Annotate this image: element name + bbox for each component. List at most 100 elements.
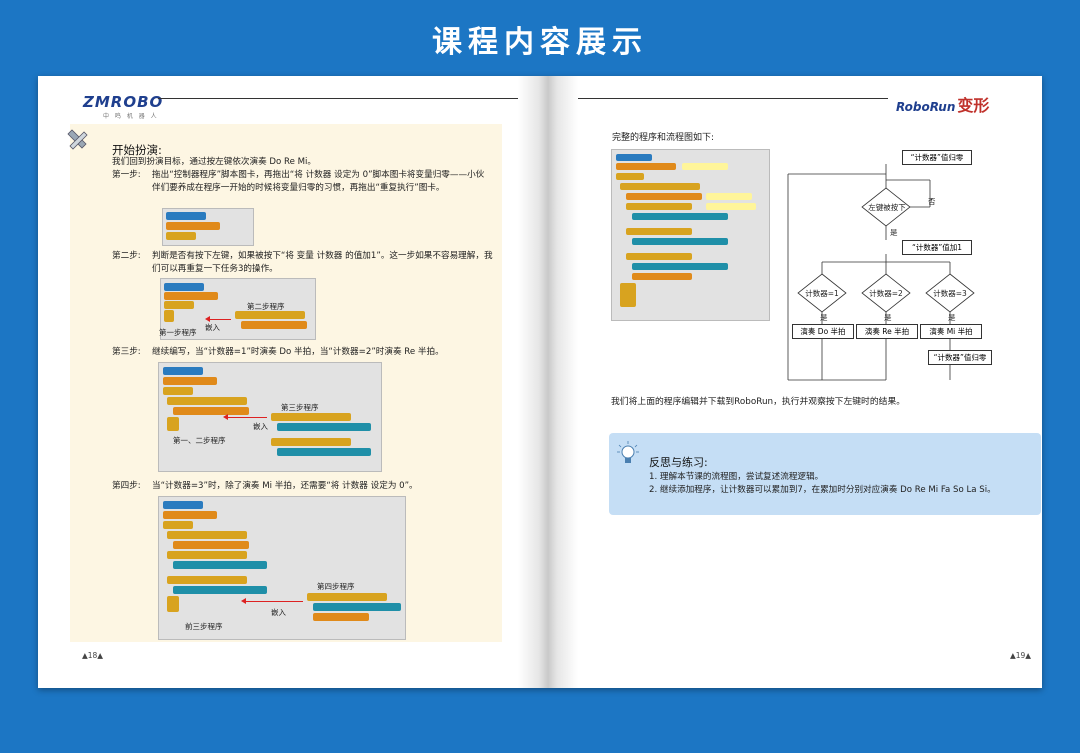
code-block bbox=[173, 407, 249, 415]
code-block bbox=[307, 593, 387, 601]
code-block bbox=[271, 438, 351, 446]
code-block bbox=[163, 521, 193, 529]
code-block bbox=[313, 603, 401, 611]
step1-screenshot bbox=[162, 208, 254, 246]
code-block bbox=[167, 531, 247, 539]
step4-text: 当“计数器=3”时，除了演奏 Mi 半拍，还需要“将 计数器 设定为 0”。 bbox=[152, 481, 418, 491]
reflection-panel: 反思与练习: 1. 理解本节课的流程图，尝试复述流程逻辑。 2. 继续添加程序，… bbox=[609, 433, 1041, 515]
step3-text: 继续编写，当“计数器=1”时演奏 Do 半拍，当“计数器=2”时演奏 Re 半拍… bbox=[152, 347, 444, 357]
download-text: 我们将上面的程序编辑并下载到RoboRun，执行并观察按下左键时的结果。 bbox=[611, 397, 906, 407]
flow-start-box: “计数器”值归零 bbox=[902, 150, 972, 165]
step2-program-label: 第二步程序 bbox=[247, 302, 285, 311]
code-block bbox=[271, 413, 351, 421]
flow-action-3: 演奏 Mi 半拍 bbox=[920, 324, 982, 339]
step4-label: 第四步: bbox=[112, 481, 141, 491]
lightbulb-icon bbox=[617, 441, 639, 463]
code-block bbox=[167, 397, 247, 405]
comment-block bbox=[682, 163, 728, 170]
flow-cond-1: 计数器=1 bbox=[805, 289, 839, 298]
code-block bbox=[167, 417, 179, 431]
code-block bbox=[164, 292, 218, 300]
code-block bbox=[626, 228, 692, 235]
code-block bbox=[626, 193, 702, 200]
code-block bbox=[164, 301, 194, 309]
flow-reset-box: “计数器”值归零 bbox=[928, 350, 992, 365]
flow-increment-box: “计数器”值加1 bbox=[902, 240, 972, 255]
step123-program-label: 前三步程序 bbox=[185, 622, 223, 631]
code-block bbox=[164, 283, 204, 291]
program-caption: 完整的程序和流程图如下: bbox=[612, 133, 715, 143]
full-program-screenshot bbox=[611, 149, 770, 321]
header-rule bbox=[158, 98, 518, 99]
step2-label: 第二步: bbox=[112, 251, 141, 261]
code-block bbox=[277, 448, 371, 456]
step1-program-label: 第一步程序 bbox=[159, 328, 197, 337]
code-block bbox=[616, 163, 676, 170]
wrench-icon bbox=[67, 129, 88, 150]
section-title: 开始扮演: bbox=[112, 143, 162, 157]
embed-label: 嵌入 bbox=[253, 422, 268, 431]
flow-decision-label: 左键被按下 bbox=[868, 203, 906, 212]
flow-yes-label: 是 bbox=[820, 313, 828, 322]
code-block bbox=[632, 273, 692, 280]
code-block bbox=[166, 222, 220, 230]
code-block bbox=[616, 173, 644, 180]
code-block bbox=[620, 183, 700, 190]
code-block bbox=[163, 511, 217, 519]
banner: 课程内容展示 bbox=[0, 0, 1080, 78]
code-block bbox=[163, 501, 203, 509]
banner-title: 课程内容展示 bbox=[432, 25, 648, 60]
embed-arrow bbox=[241, 598, 303, 604]
code-block bbox=[632, 238, 728, 245]
code-block bbox=[163, 387, 193, 395]
reflection-title: 反思与练习: bbox=[649, 456, 708, 469]
flow-cond-3: 计数器=3 bbox=[933, 289, 967, 298]
flow-cond-2: 计数器=2 bbox=[869, 289, 903, 298]
code-block bbox=[235, 311, 305, 319]
code-block bbox=[167, 551, 247, 559]
intro-text: 我们回到扮演目标，通过按左键依次演奏 Do Re Mi。 bbox=[112, 157, 317, 167]
code-block bbox=[167, 576, 247, 584]
flow-action-2: 演奏 Re 半拍 bbox=[856, 324, 918, 339]
flowchart-lines bbox=[787, 164, 975, 381]
code-block bbox=[167, 596, 179, 612]
reflection-item-2: 2. 继续添加程序，让计数器可以累加到7，在累加时分别对应演奏 Do Re Mi… bbox=[649, 485, 996, 495]
page-number-right: ▲19▲ bbox=[1010, 651, 1032, 660]
code-block bbox=[163, 367, 203, 375]
header-rule bbox=[578, 98, 888, 99]
step3-program-label: 第三步程序 bbox=[281, 403, 319, 412]
flow-yes-label: 是 bbox=[948, 313, 956, 322]
code-block bbox=[166, 232, 196, 240]
step2-screenshot: 嵌入 第二步程序 第一步程序 bbox=[159, 278, 316, 340]
embed-label: 嵌入 bbox=[205, 323, 220, 332]
code-block bbox=[626, 203, 692, 210]
code-block bbox=[173, 541, 249, 549]
step2-text: 判断是否有按下左键，如果被按下“将 变量 计数器 的值加1”。这一步如果不容易理… bbox=[152, 251, 493, 274]
code-block bbox=[163, 377, 217, 385]
code-block bbox=[616, 154, 652, 161]
flow-action-1: 演奏 Do 半拍 bbox=[792, 324, 854, 339]
embed-label: 嵌入 bbox=[271, 608, 286, 617]
code-block bbox=[164, 310, 174, 322]
step3-label: 第三步: bbox=[112, 347, 141, 357]
embed-arrow bbox=[223, 414, 267, 420]
step1-label: 第一步: bbox=[112, 170, 141, 180]
book-spine bbox=[518, 76, 578, 688]
step4-program-label: 第四步程序 bbox=[317, 582, 355, 591]
reflection-item-1: 1. 理解本节课的流程图，尝试复述流程逻辑。 bbox=[649, 472, 824, 482]
code-block bbox=[313, 613, 369, 621]
comment-block bbox=[706, 203, 756, 210]
activity-panel: 开始扮演: 我们回到扮演目标，通过按左键依次演奏 Do Re Mi。 第一步: … bbox=[67, 124, 502, 642]
flow-no-label: 否 bbox=[928, 197, 936, 206]
code-block bbox=[632, 213, 728, 220]
comment-block bbox=[706, 193, 752, 200]
flow-yes-label: 是 bbox=[884, 313, 892, 322]
step3-screenshot: 嵌入 第三步程序 第一、二步程序 bbox=[158, 362, 382, 472]
code-block bbox=[620, 283, 636, 307]
code-block bbox=[632, 263, 728, 270]
